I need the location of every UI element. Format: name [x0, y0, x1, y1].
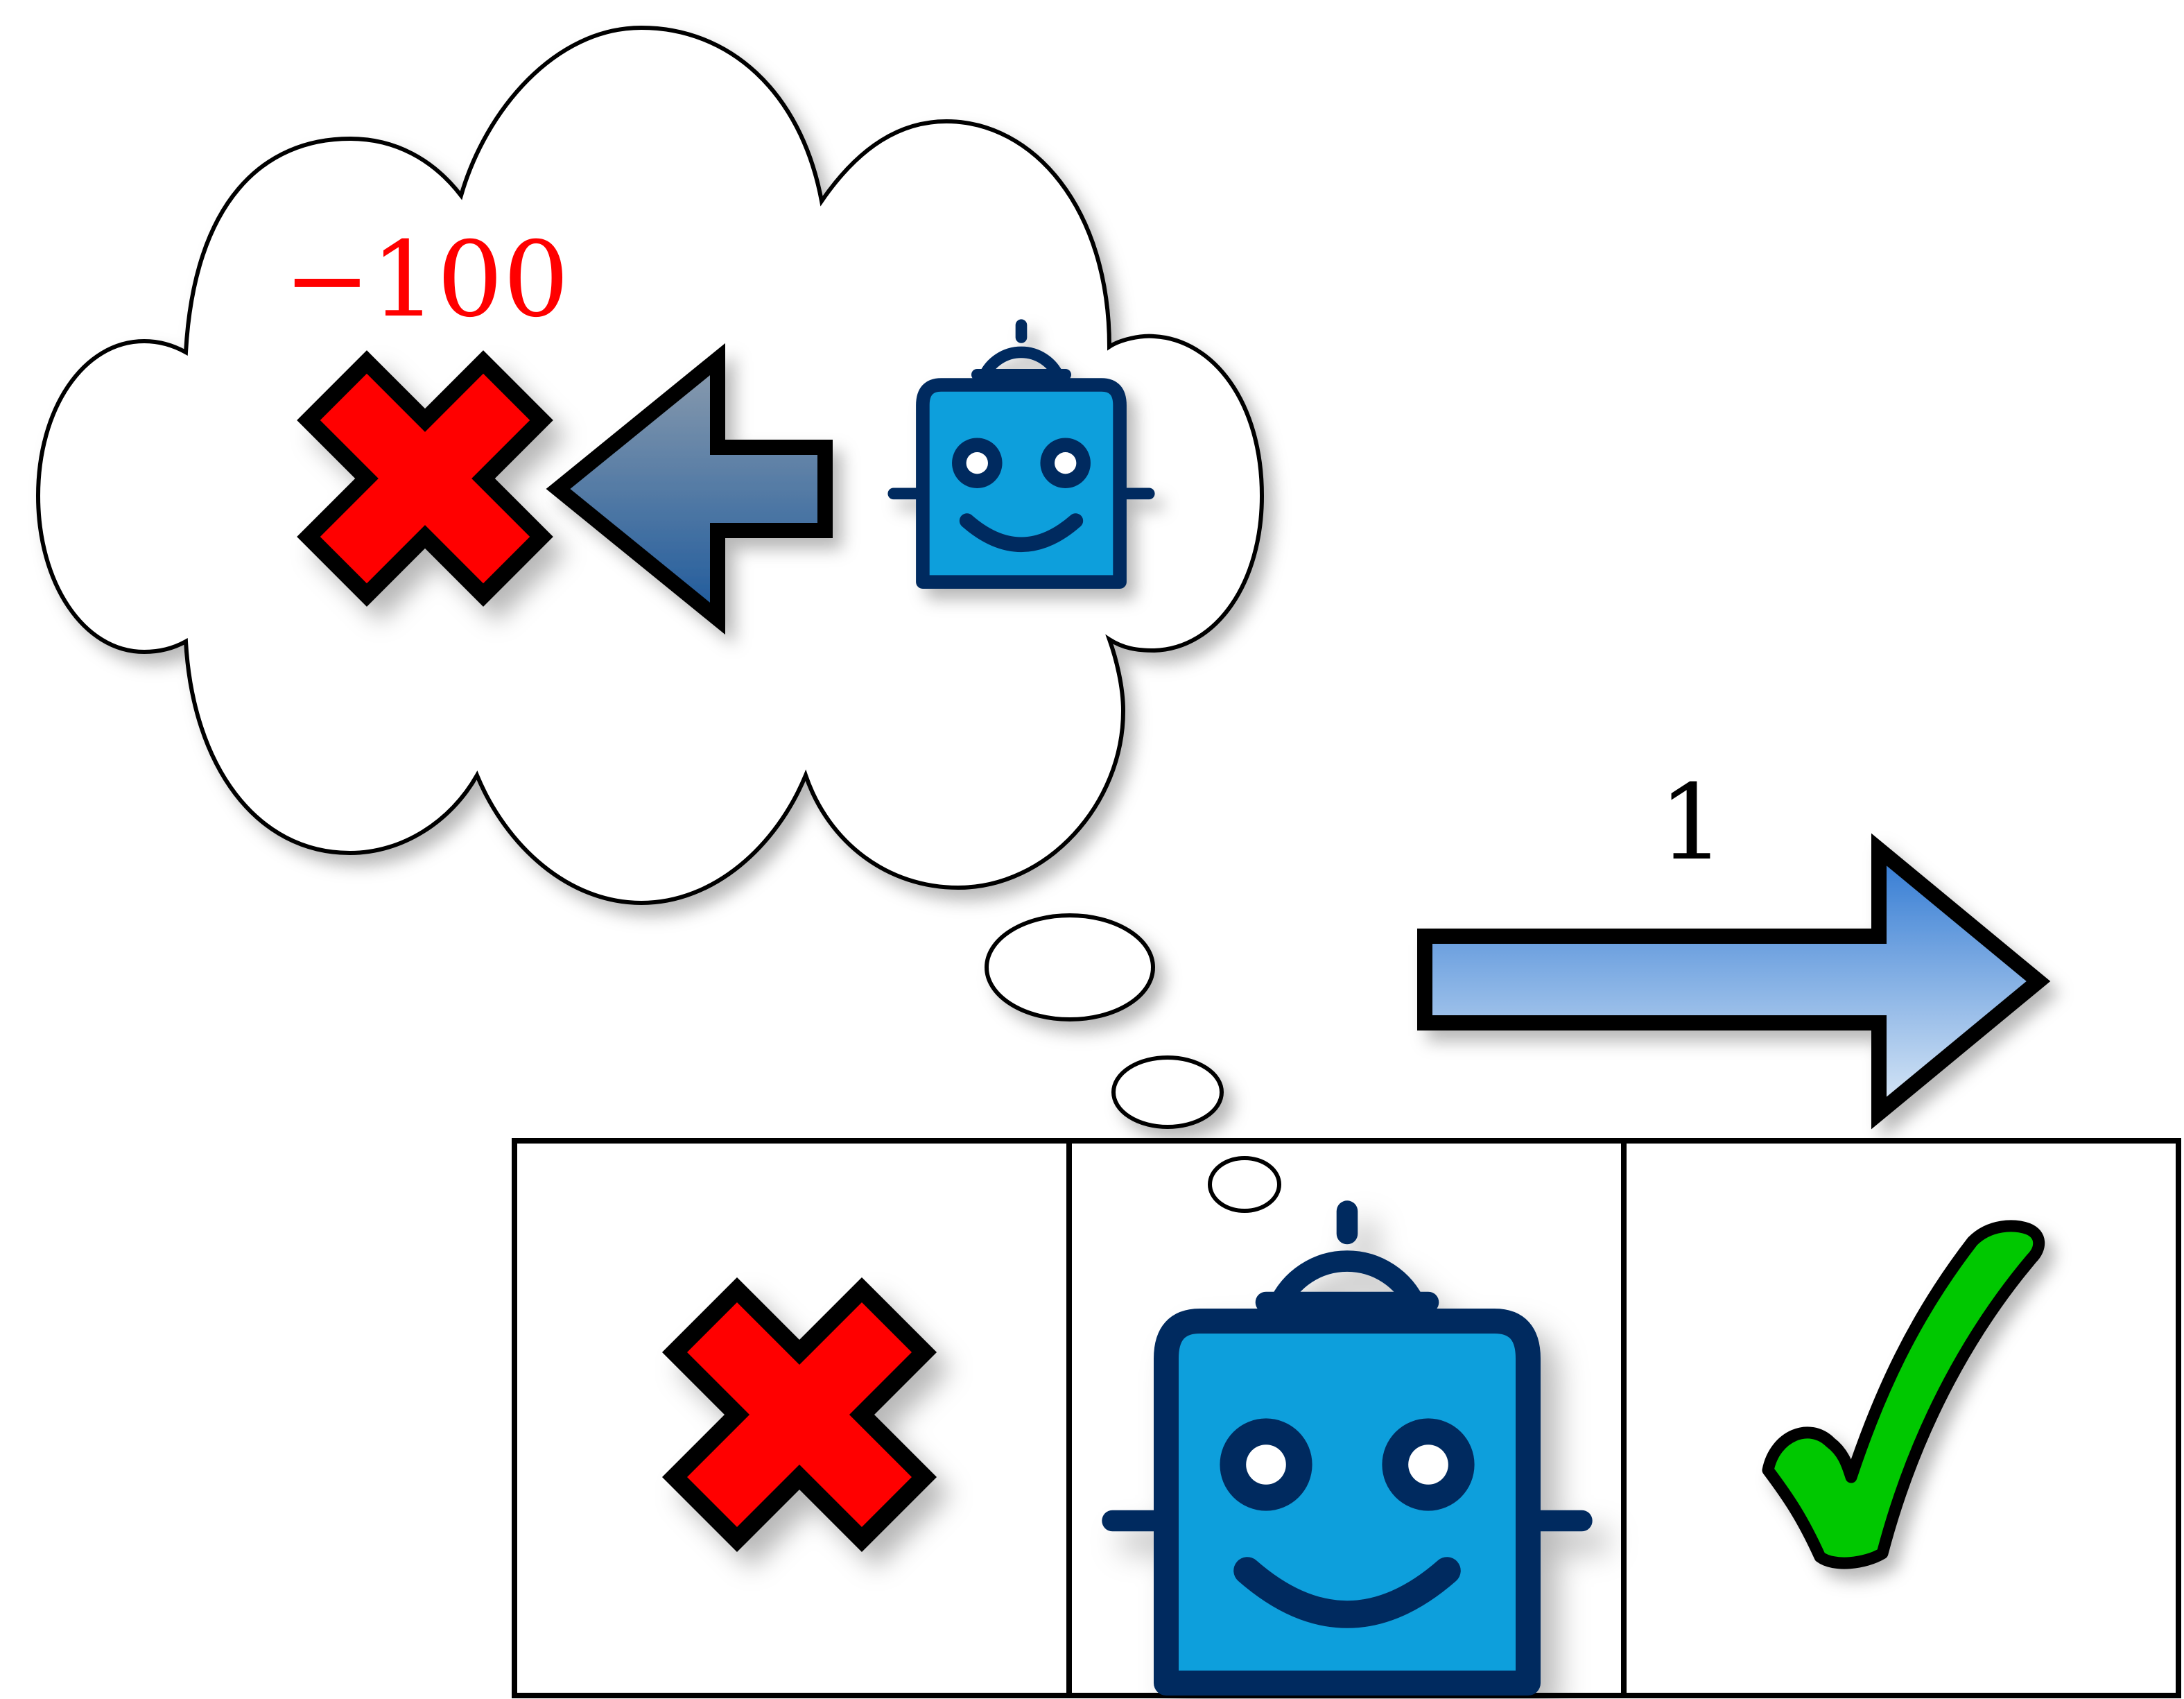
thought-reward-label: −100 [284, 220, 569, 340]
thought-bubble-large [985, 913, 1155, 1021]
action-reward-label: 1 [1658, 763, 1724, 883]
check-mark-icon [1762, 1220, 2045, 1569]
thought-bubble-medium [1111, 1055, 1224, 1129]
right-arrow-icon [1417, 833, 2051, 1130]
left-arrow-icon [546, 343, 833, 635]
thought-bubble-small-overlay [1208, 1156, 1281, 1213]
